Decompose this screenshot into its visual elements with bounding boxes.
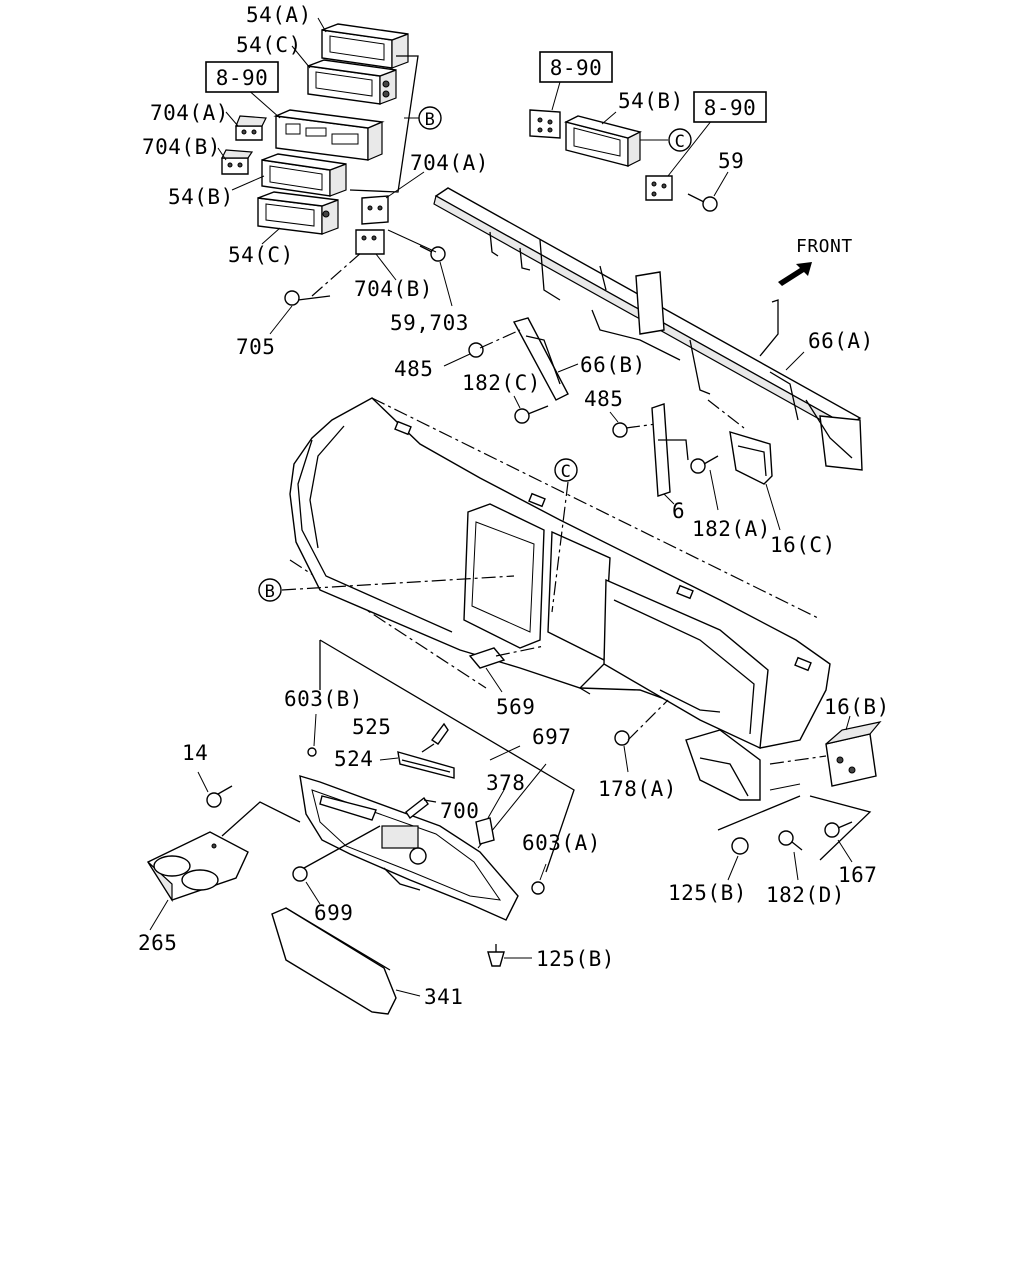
label-6: 6 — [672, 499, 685, 523]
label-704b-left: 704(B) — [142, 135, 221, 159]
cover-16c — [707, 399, 781, 531]
fasteners-right-bottom — [717, 795, 872, 881]
label-54b-left: 54(B) — [168, 185, 234, 209]
label-569: 569 — [496, 695, 535, 719]
pad-378 — [475, 789, 505, 845]
ref-8-90-top-text: 8-90 — [550, 56, 603, 80]
label-125b-mid: 125(B) — [668, 881, 747, 905]
circle-ref-c-top-text: C — [675, 132, 686, 152]
label-14: 14 — [182, 741, 208, 765]
label-705: 705 — [236, 335, 275, 359]
ref-box-8-90-top: 8-90 — [539, 51, 613, 83]
circle-ref-b-mid-text: B — [265, 582, 276, 602]
label-485-left: 485 — [394, 357, 433, 381]
cup-holder-265 — [146, 801, 301, 931]
screw-525 — [421, 722, 449, 753]
label-59: 59 — [718, 149, 744, 173]
label-54b-right: 54(B) — [618, 89, 684, 113]
clip-569 — [468, 645, 545, 693]
bracket-6 — [651, 403, 689, 505]
screw-59 — [687, 171, 729, 212]
label-66a: 66(A) — [808, 329, 874, 353]
label-54c-top: 54(C) — [236, 33, 302, 57]
front-label: FRONT — [796, 236, 853, 257]
label-378: 378 — [486, 771, 525, 795]
label-54a: 54(A) — [246, 3, 312, 27]
pocket-54b-right — [564, 111, 668, 167]
bracket-704a-mid — [361, 195, 389, 225]
bracket-704b-mid — [355, 229, 385, 255]
label-66b: 66(B) — [580, 353, 646, 377]
nut-178a — [614, 699, 669, 773]
circle-ref-b-top-text: B — [425, 110, 436, 130]
handle-524 — [379, 751, 455, 779]
cross-car-beam-66a — [433, 187, 863, 471]
nut-485-left — [443, 329, 521, 367]
pocket-54c-top — [307, 59, 397, 105]
lower-cover-697 — [299, 745, 521, 921]
label-699: 699 — [314, 901, 353, 925]
label-697: 697 — [532, 725, 571, 749]
pocket-54c-left — [257, 191, 339, 235]
label-167: 167 — [838, 863, 877, 887]
label-704b-mid: 704(B) — [354, 277, 433, 301]
label-603a: 603(A) — [522, 831, 601, 855]
glove-box-lid-341 — [271, 907, 421, 1015]
bracket-704a-left — [235, 115, 267, 141]
label-265: 265 — [138, 931, 177, 955]
ref-box-8-90-left: 8-90 — [205, 61, 279, 93]
clip-603a — [531, 863, 547, 895]
ref-8-90-right-text: 8-90 — [704, 96, 757, 120]
audio-unit — [273, 109, 385, 161]
label-603b: 603(B) — [284, 687, 363, 711]
label-178a: 178(A) — [598, 777, 677, 801]
bracket-704b-left — [221, 149, 254, 175]
nut-699 — [292, 825, 381, 905]
pocket-54b-left — [261, 153, 347, 197]
circle-ref-b-mid: B — [258, 578, 282, 602]
label-704a-left: 704(A) — [150, 101, 229, 125]
nut-485-right — [609, 411, 657, 438]
label-125b-bottom: 125(B) — [536, 947, 615, 971]
label-54c-left: 54(C) — [228, 243, 294, 267]
circle-ref-c-mid: C — [554, 458, 578, 482]
label-182c: 182(C) — [462, 371, 541, 395]
screw-59-703 — [419, 245, 446, 262]
bolt-182c — [513, 395, 549, 424]
screw-700 — [405, 796, 437, 820]
bolt-182a — [690, 455, 719, 511]
label-485-right: 485 — [584, 387, 623, 411]
leader-c-mid — [551, 481, 569, 613]
screw-705 — [284, 290, 331, 306]
clip-603b — [307, 713, 317, 757]
brace-66b — [512, 317, 579, 401]
front-arrow-icon — [778, 262, 812, 286]
label-341: 341 — [424, 985, 463, 1009]
leader-lines-top-left — [217, 17, 420, 245]
pocket-54a — [321, 23, 409, 69]
label-700: 700 — [440, 799, 479, 823]
clip-125b-bottom — [487, 944, 532, 967]
bracket-right-59 — [645, 119, 713, 201]
ref-box-8-90-right: 8-90 — [693, 91, 767, 123]
label-16b: 16(B) — [824, 695, 890, 719]
bracket-right-pocket — [529, 81, 561, 139]
label-524: 524 — [334, 747, 373, 771]
label-182d: 182(D) — [766, 883, 845, 907]
instrument-panel-body — [289, 397, 831, 801]
ref-8-90-left-text: 8-90 — [216, 66, 269, 90]
label-16c: 16(C) — [770, 533, 836, 557]
label-704a-mid: 704(A) — [410, 151, 489, 175]
label-525: 525 — [352, 715, 391, 739]
circle-ref-c-top: C — [668, 128, 692, 152]
label-182a: 182(A) — [692, 517, 771, 541]
circle-ref-b-top: B — [418, 106, 442, 130]
screw-14 — [197, 771, 233, 808]
bracket-16b — [769, 715, 882, 787]
label-59-703: 59,703 — [390, 311, 469, 335]
leader-b-mid — [281, 575, 515, 591]
circle-ref-c-mid-text: C — [561, 462, 572, 482]
leader-lines-mid-left — [269, 171, 453, 335]
